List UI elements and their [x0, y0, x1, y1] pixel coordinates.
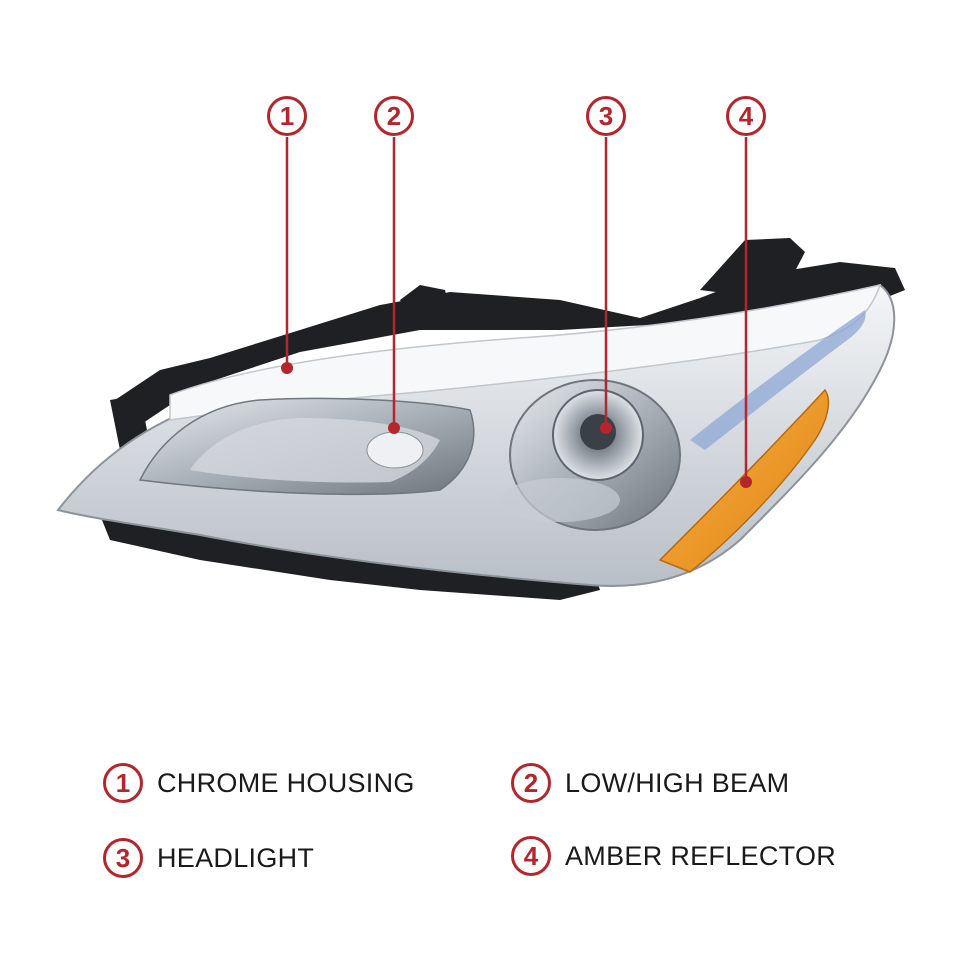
- callout-dot-3: [600, 422, 612, 434]
- callout-number-2: 2: [374, 96, 414, 136]
- legend-number-2: 2: [511, 763, 551, 803]
- callout-number-3: 3: [586, 96, 626, 136]
- legend-label-2: LOW/HIGH BEAM: [565, 767, 790, 798]
- legend-label-4: AMBER REFLECTOR: [565, 840, 837, 871]
- legend-label-3: HEADLIGHT: [157, 842, 315, 873]
- legend-number-4: 4: [511, 836, 551, 876]
- callout-dot-4: [740, 476, 752, 488]
- legend-item-amber-reflector: 4 AMBER REFLECTOR: [511, 836, 836, 876]
- legend-label-1: CHROME HOUSING: [157, 767, 415, 798]
- legend-number-1: 1: [103, 763, 143, 803]
- drl-strip: [690, 310, 866, 450]
- callout-dot-1: [281, 362, 293, 374]
- legend-number-3: 3: [103, 838, 143, 878]
- legend-item-headlight: 3 HEADLIGHT: [103, 838, 314, 878]
- legend-item-chrome-housing: 1 CHROME HOUSING: [103, 763, 415, 803]
- callout-dot-2: [388, 422, 400, 434]
- leader-lines: [285, 137, 748, 482]
- callout-number-4: 4: [726, 96, 766, 136]
- low-high-beam: [138, 397, 475, 496]
- callout-number-1: 1: [267, 96, 307, 136]
- legend-item-low-high-beam: 2 LOW/HIGH BEAM: [511, 763, 789, 803]
